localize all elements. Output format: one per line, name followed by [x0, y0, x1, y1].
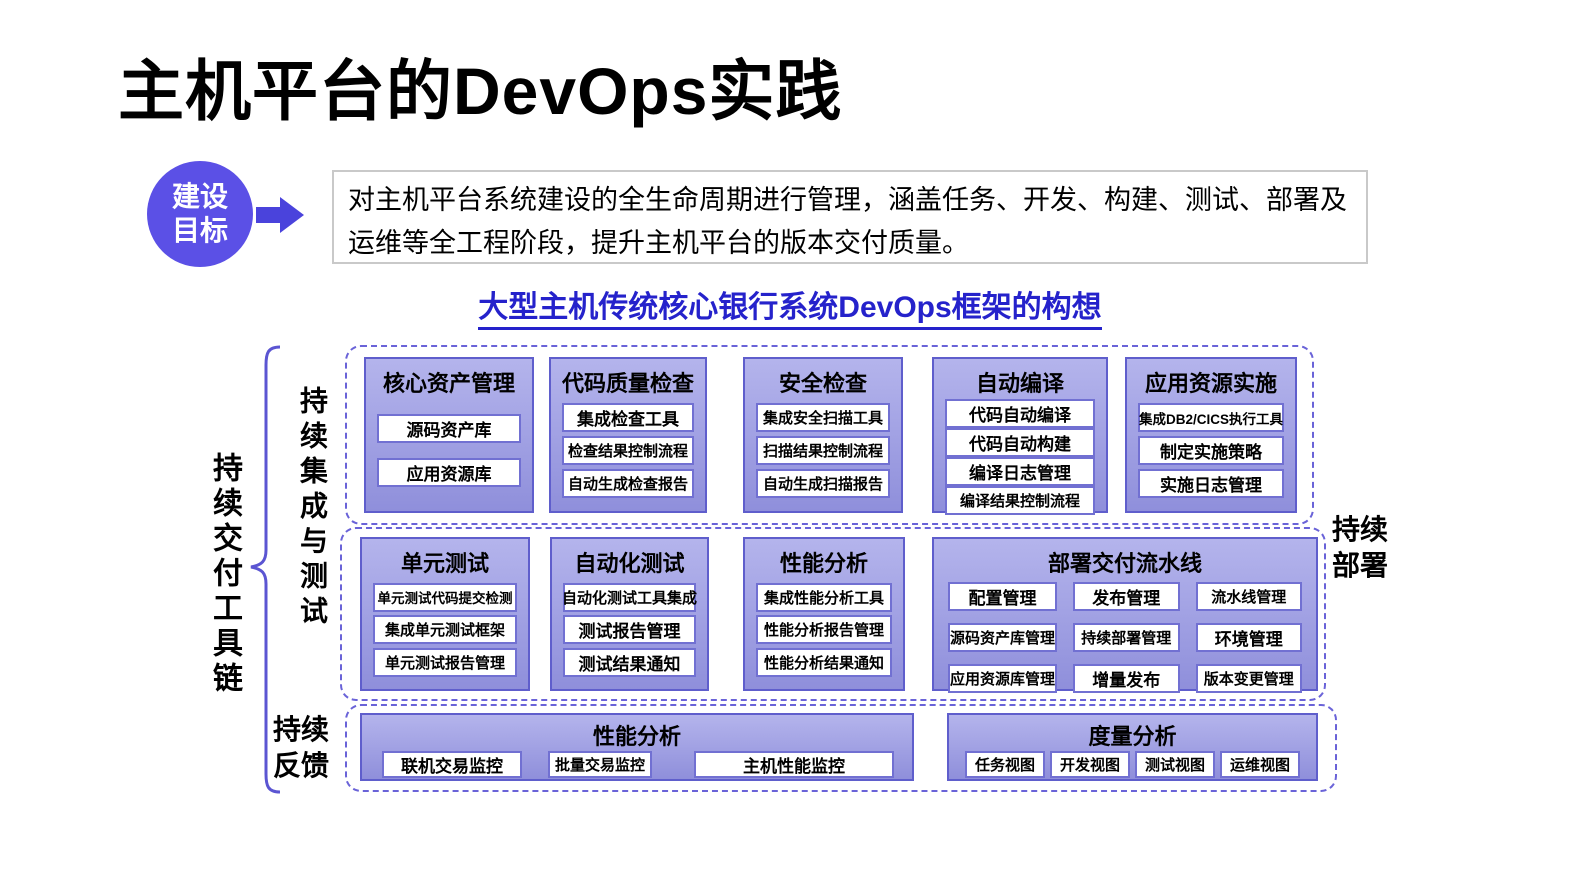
- tool-item: 代码自动编译: [945, 399, 1095, 428]
- tool-item: 联机交易监控: [382, 751, 522, 778]
- tool-item: 集成检查工具: [562, 403, 694, 432]
- tool-item: 集成单元测试框架: [373, 615, 517, 644]
- group-ci-lower: 单元测试 单元测试代码提交检测 集成单元测试框架 单元测试报告管理 自动化测试 …: [340, 527, 1326, 701]
- tool-item: 配置管理: [948, 582, 1058, 611]
- module-perf-monitor: 性能分析 联机交易监控 批量交易监控 主机性能监控: [360, 713, 914, 781]
- tool-item: 扫描结果控制流程: [756, 436, 890, 465]
- tool-item: 环境管理: [1195, 623, 1302, 652]
- left-brace: [250, 345, 281, 794]
- tool-item: 集成性能分析工具: [756, 582, 892, 612]
- goal-description: 对主机平台系统建设的全生命周期进行管理，涵盖任务、开发、构建、测试、部署及运维等…: [332, 170, 1368, 264]
- module-title: 性能分析: [592, 724, 681, 749]
- module-title: 性能分析: [779, 551, 868, 576]
- tool-item: 持续部署管理: [1073, 623, 1180, 652]
- tool-item: 检查结果控制流程: [562, 436, 694, 465]
- tool-item: 集成DB2/CICS执行工具: [1138, 403, 1284, 432]
- tool-item: 单元测试报告管理: [373, 647, 517, 677]
- label-toolchain: 持续交付工具链: [208, 452, 241, 697]
- framework-title-text: 大型主机传统核心银行系统DevOps框架的构想: [478, 291, 1102, 330]
- tool-item: 编译日志管理: [945, 457, 1095, 486]
- tool-item: 自动生成检查报告: [562, 469, 694, 498]
- tool-item: 源码资产库管理: [948, 623, 1058, 652]
- module-core-asset: 核心资产管理 源码资产库 应用资源库: [364, 357, 534, 513]
- module-app-resource-impl: 应用资源实施 集成DB2/CICS执行工具 制定实施策略 实施日志管理: [1125, 357, 1297, 513]
- tool-item: 编译结果控制流程: [945, 486, 1095, 515]
- module-title: 应用资源实施: [1144, 371, 1277, 396]
- module-metric-analysis: 度量分析 任务视图 开发视图 测试视图 运维视图: [947, 713, 1318, 781]
- module-title: 核心资产管理: [382, 371, 515, 396]
- tool-item: 集成安全扫描工具: [756, 403, 890, 432]
- tool-item: 主机性能监控: [694, 751, 894, 778]
- tool-item: 测试视图: [1135, 751, 1215, 778]
- framework-title: 大型主机传统核心银行系统DevOps框架的构想: [300, 282, 1280, 330]
- label-ci-test: 持续集成与测试: [297, 386, 328, 631]
- module-title: 部署交付流水线: [1047, 551, 1202, 576]
- goal-badge: 建设 目标: [147, 161, 253, 267]
- tool-item: 测试结果通知: [563, 647, 696, 677]
- module-title: 代码质量检查: [561, 371, 694, 396]
- module-title: 自动编译: [975, 371, 1064, 396]
- tool-item: 增量发布: [1073, 664, 1180, 693]
- tool-item: 代码自动构建: [945, 428, 1095, 457]
- page-title: 主机平台的DevOps实践: [118, 54, 843, 128]
- group-feedback: 性能分析 联机交易监控 批量交易监控 主机性能监控 度量分析 任务视图 开发视图…: [345, 704, 1337, 792]
- module-title: 安全检查: [778, 371, 867, 396]
- tool-item: 测试报告管理: [563, 615, 696, 644]
- tool-item: 开发视图: [1050, 751, 1130, 778]
- tool-item: 应用资源库: [377, 458, 521, 487]
- goal-badge-line2: 目标: [171, 215, 228, 246]
- tool-item: 流水线管理: [1195, 582, 1302, 611]
- tool-item: 任务视图: [965, 751, 1045, 778]
- tool-item: 性能分析报告管理: [756, 615, 892, 644]
- tool-item: 版本变更管理: [1195, 664, 1302, 693]
- module-title: 自动化测试: [574, 551, 685, 576]
- module-perf-analysis: 性能分析 集成性能分析工具 性能分析报告管理 性能分析结果通知: [743, 537, 905, 691]
- tool-item: 自动化测试工具集成: [562, 582, 697, 612]
- module-security-check: 安全检查 集成安全扫描工具 扫描结果控制流程 自动生成扫描报告: [743, 357, 903, 513]
- module-deploy-pipeline: 部署交付流水线 配置管理 发布管理 流水线管理 源码资产库管理 持续部署管理 环…: [932, 537, 1318, 693]
- module-title: 单元测试: [400, 551, 489, 576]
- tool-item: 自动生成扫描报告: [756, 469, 890, 498]
- tool-item: 制定实施策略: [1138, 436, 1284, 465]
- tool-item: 性能分析结果通知: [756, 647, 892, 677]
- group-ci-upper: 核心资产管理 源码资产库 应用资源库 代码质量检查 集成检查工具 检查结果控制流…: [345, 345, 1314, 525]
- module-auto-compile: 自动编译 代码自动编译 代码自动构建 编译日志管理 编译结果控制流程: [932, 357, 1108, 515]
- module-auto-test: 自动化测试 自动化测试工具集成 测试报告管理 测试结果通知: [550, 537, 709, 691]
- tool-item: 发布管理: [1073, 582, 1180, 611]
- tool-item: 批量交易监控: [548, 751, 652, 778]
- tool-item: 单元测试代码提交检测: [373, 582, 517, 612]
- module-unit-test: 单元测试 单元测试代码提交检测 集成单元测试框架 单元测试报告管理: [360, 537, 530, 691]
- tool-item: 应用资源库管理: [948, 664, 1058, 693]
- tool-item: 实施日志管理: [1138, 469, 1284, 498]
- tool-item: 运维视图: [1220, 751, 1300, 778]
- goal-badge-line1: 建设: [171, 181, 228, 212]
- label-deploy: 持续部署: [1332, 514, 1389, 581]
- module-code-quality: 代码质量检查 集成检查工具 检查结果控制流程 自动生成检查报告: [549, 357, 707, 513]
- tool-item: 源码资产库: [377, 414, 521, 443]
- module-title: 度量分析: [1088, 724, 1177, 749]
- arrow-right-icon: [256, 197, 304, 233]
- label-feedback: 持续反馈: [273, 714, 330, 781]
